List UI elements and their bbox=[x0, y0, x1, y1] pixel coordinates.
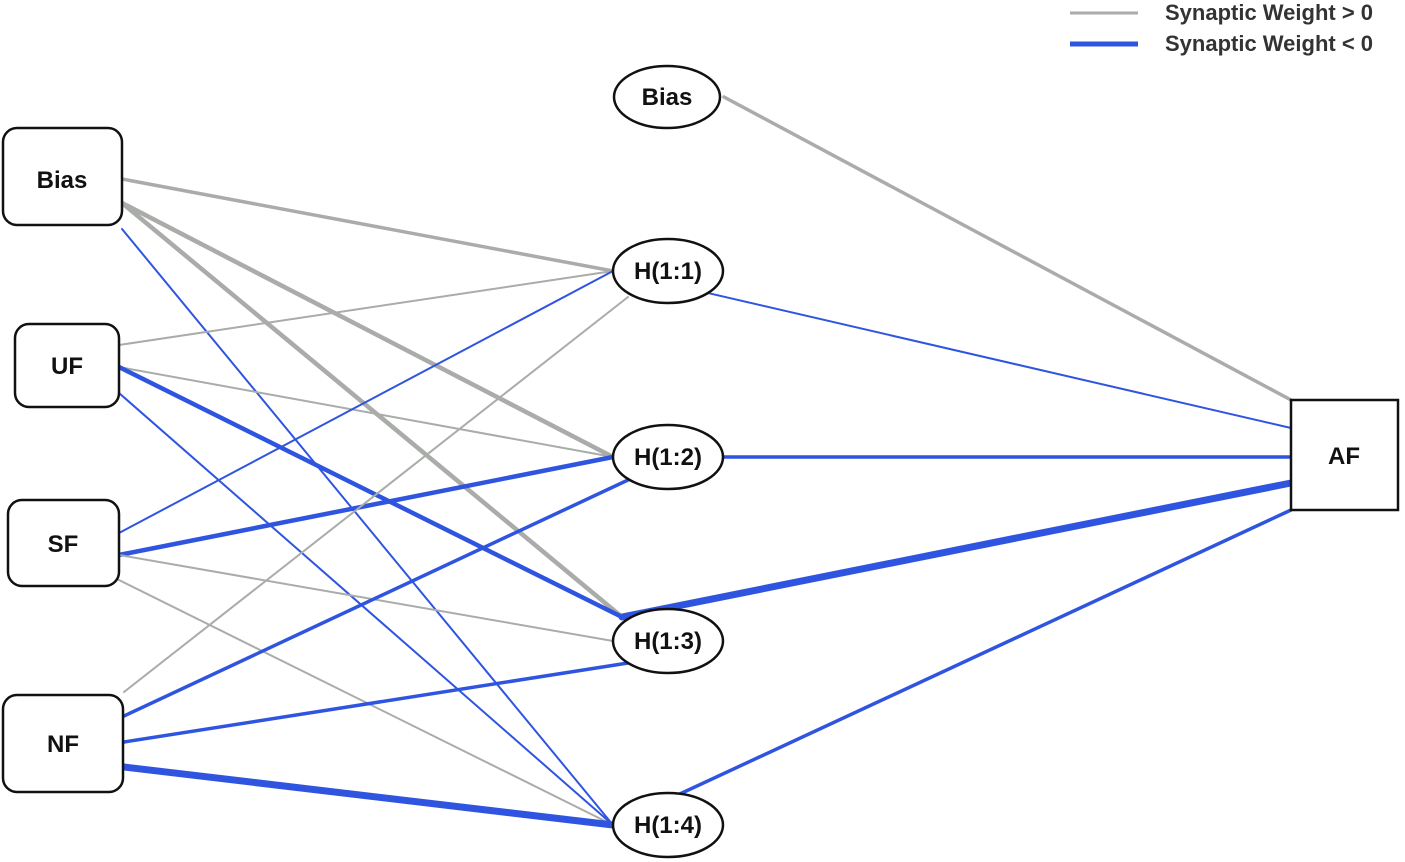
hidden-node-h12: H(1:2) bbox=[611, 423, 725, 491]
input-node-bias: Bias bbox=[1, 126, 124, 227]
hidden-node-h11: H(1:1) bbox=[611, 237, 725, 305]
legend-positive-label: Synaptic Weight > 0 bbox=[1165, 0, 1373, 25]
connection-sf-to-h13 bbox=[118, 554, 614, 642]
connection-h11-to-af bbox=[612, 270, 1292, 429]
legend-negative-label: Synaptic Weight < 0 bbox=[1165, 31, 1373, 56]
hidden-node-bias: Bias bbox=[612, 64, 722, 130]
hidden-node-h13-label: H(1:3) bbox=[634, 628, 702, 655]
input-node-bias-label: Bias bbox=[37, 167, 88, 194]
connection-input_bias-to-h12 bbox=[119, 200, 616, 460]
connection-uf-to-h12 bbox=[118, 366, 614, 458]
hidden-node-h14-label: H(1:4) bbox=[634, 812, 702, 839]
hidden-node-h13: H(1:3) bbox=[611, 607, 725, 675]
connection-nf-to-h11 bbox=[123, 296, 629, 693]
input-node-uf: UF bbox=[13, 322, 121, 409]
connection-uf-to-h14 bbox=[118, 392, 614, 826]
hidden-node-bias-label: Bias bbox=[642, 84, 693, 111]
connection-sf-to-h12 bbox=[116, 454, 616, 558]
input-node-sf-label: SF bbox=[48, 531, 79, 558]
connection-uf-to-h13 bbox=[116, 364, 625, 620]
connection-input_bias-to-h13 bbox=[119, 200, 625, 620]
connection-sf-to-h11 bbox=[118, 270, 614, 534]
output-node-af: AF bbox=[1289, 398, 1400, 512]
connection-hidden_bias-to-af bbox=[722, 95, 1293, 402]
connection-nf-to-h14 bbox=[120, 763, 617, 829]
hidden-node-h14: H(1:4) bbox=[611, 791, 725, 859]
input-node-uf-label: UF bbox=[51, 353, 83, 380]
input-node-nf-label: NF bbox=[47, 731, 79, 758]
connection-nf-to-h13 bbox=[122, 661, 630, 744]
connection-nf-to-h12 bbox=[122, 478, 630, 718]
input-node-nf: NF bbox=[1, 693, 125, 794]
hidden-node-h11-label: H(1:1) bbox=[634, 258, 702, 285]
input-node-sf: SF bbox=[6, 498, 121, 588]
connections bbox=[116, 95, 1295, 829]
connection-h14-to-af bbox=[611, 508, 1293, 827]
connection-input_bias-to-h11 bbox=[120, 177, 615, 273]
hidden-node-h12-label: H(1:2) bbox=[634, 444, 702, 471]
connection-h13-to-af bbox=[618, 479, 1295, 621]
connection-input_bias-to-h14 bbox=[121, 228, 614, 826]
legend: Synaptic Weight > 0 Synaptic Weight < 0 bbox=[1070, 0, 1373, 56]
output-node-af-label: AF bbox=[1328, 443, 1360, 470]
connection-uf-to-h11 bbox=[118, 270, 614, 346]
